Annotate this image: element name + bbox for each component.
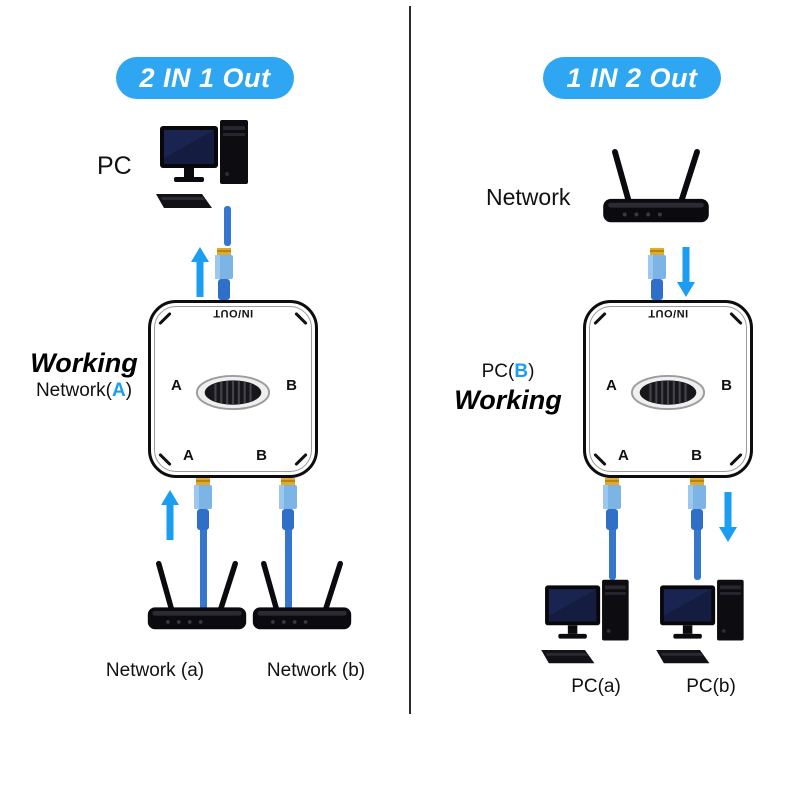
- port-b-label: B: [721, 377, 732, 394]
- switch-face: [589, 306, 747, 472]
- router-icon: [142, 560, 252, 642]
- working-text: Working: [454, 384, 562, 415]
- working-text: Working: [30, 348, 138, 378]
- active-port-text: PC(B): [442, 360, 574, 385]
- router-icon: [597, 148, 715, 236]
- active-port-prefix: Network(: [35, 380, 112, 402]
- ethernet-cable: [609, 526, 616, 580]
- pc-label: PC: [97, 152, 132, 180]
- port-a-label: A: [171, 377, 182, 394]
- pc-icon: [656, 574, 761, 669]
- down-arrow-icon: [718, 492, 738, 542]
- active-port-letter: B: [514, 361, 529, 382]
- panel-divider: [409, 6, 411, 714]
- switch-face: [154, 306, 312, 472]
- router-icon: [247, 560, 357, 642]
- network-label: Network: [486, 184, 571, 210]
- pc-icon: [541, 574, 646, 669]
- working-status: PC(B) Working: [442, 360, 574, 416]
- working-status: Working Network(A): [18, 348, 150, 404]
- ethernet-cable: [200, 526, 207, 610]
- active-port-prefix: PC(: [481, 361, 515, 382]
- pc-b-label: PC(b): [686, 676, 736, 697]
- ethernet-plug-icon: [646, 248, 668, 300]
- up-arrow-icon: [190, 247, 210, 297]
- pc-icon: [156, 114, 266, 214]
- ethernet-plug-icon: [277, 478, 299, 530]
- ethernet-plug-icon: [686, 478, 708, 530]
- in-out-port-label: IN/OUT: [212, 307, 254, 319]
- network-b-label: Network (b): [266, 660, 366, 681]
- toggle-switch-icon: [629, 373, 707, 412]
- active-port-letter: A: [111, 380, 126, 402]
- active-port-text: Network(A): [18, 379, 150, 404]
- switch-device: IN/OUT A B A B: [148, 300, 318, 478]
- network-a-label: Network (a): [105, 660, 205, 681]
- port-a-label: A: [606, 377, 617, 394]
- cable-stub: [224, 206, 231, 246]
- ethernet-cable: [285, 526, 292, 610]
- ethernet-plug-icon: [192, 478, 214, 530]
- bottom-port-a-label: A: [183, 447, 194, 464]
- ethernet-plug-icon: [601, 478, 623, 530]
- bottom-port-a-label: A: [618, 447, 629, 464]
- toggle-switch-icon: [194, 373, 272, 412]
- ethernet-plug-icon: [213, 248, 235, 300]
- down-arrow-icon: [676, 247, 696, 297]
- up-arrow-icon: [160, 490, 180, 540]
- in-out-port-label: IN/OUT: [647, 307, 689, 319]
- badge-2-in-1-out: 2 IN 1 Out: [116, 57, 294, 99]
- active-port-suffix: ): [528, 361, 535, 382]
- switch-device: IN/OUT A B A B: [583, 300, 753, 478]
- pc-a-label: PC(a): [571, 676, 621, 697]
- bottom-port-b-label: B: [691, 447, 702, 464]
- ethernet-cable: [694, 526, 701, 580]
- bottom-port-b-label: B: [256, 447, 267, 464]
- port-b-label: B: [286, 377, 297, 394]
- badge-1-in-2-out: 1 IN 2 Out: [543, 57, 721, 99]
- active-port-suffix: ): [125, 380, 133, 402]
